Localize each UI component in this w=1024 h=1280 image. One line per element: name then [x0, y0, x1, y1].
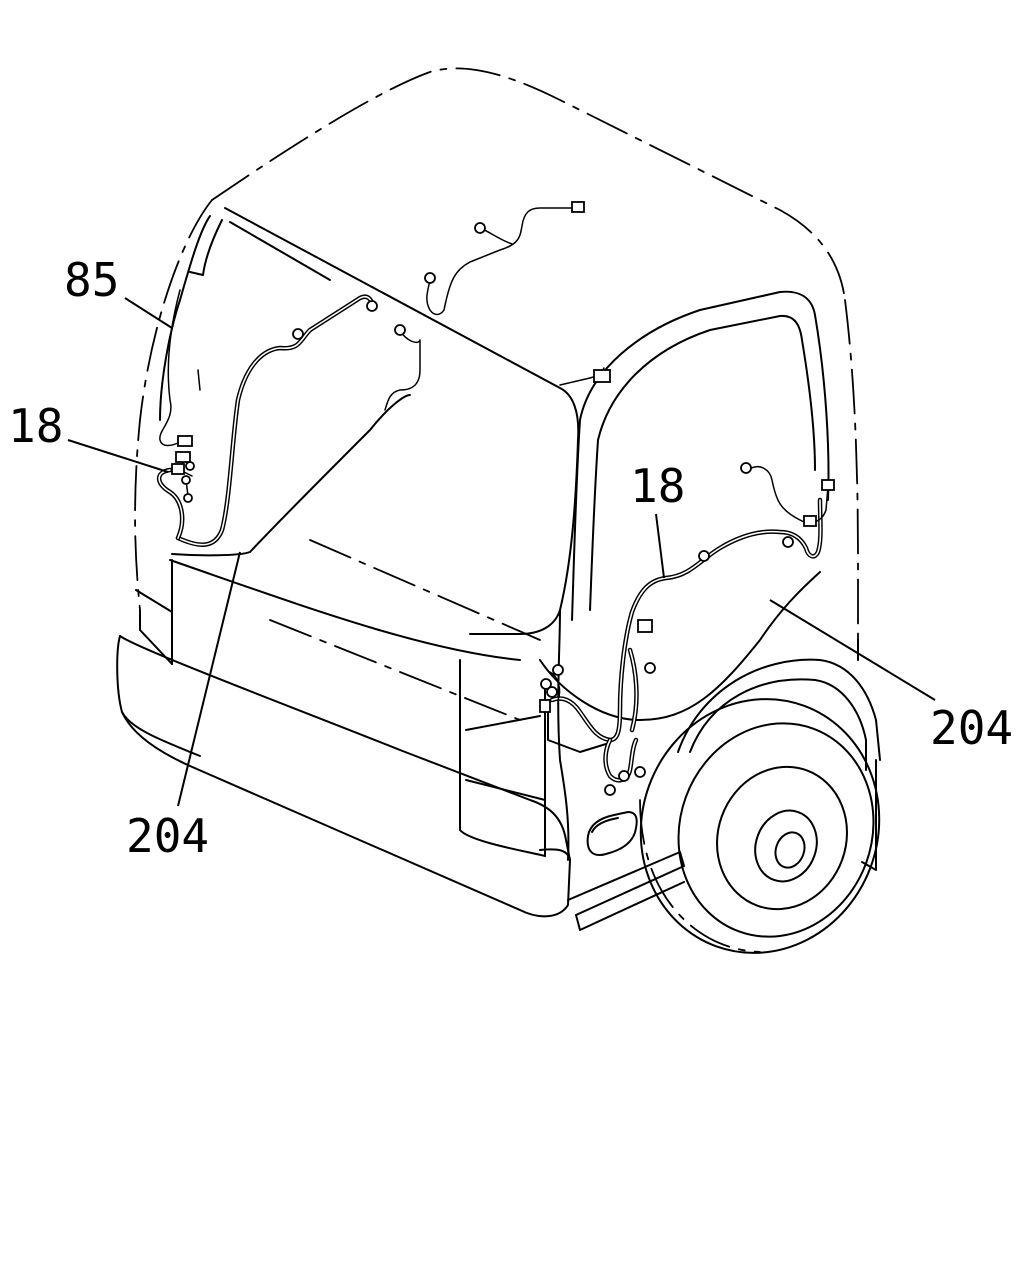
wiring-harness-left: [156, 289, 375, 547]
leader-204-bottom: [177, 551, 241, 807]
callout-18-right: 18: [630, 459, 685, 513]
callout-18-left: 18: [8, 399, 63, 453]
leader-18-left: [67, 439, 169, 473]
leader-204-right: [769, 599, 936, 701]
wiring-harness-right: [547, 466, 829, 783]
callout-204-right: 204: [930, 701, 1013, 755]
vehicle-body: [116, 67, 881, 954]
callout-85: 85: [64, 253, 119, 307]
leader-85: [124, 297, 173, 329]
connectors: [171, 201, 835, 796]
rear-wheel: [639, 698, 881, 954]
wiring-harness-roof: [384, 207, 605, 411]
leader-18-right: [655, 513, 665, 579]
callout-204-bottom: 204: [126, 809, 209, 863]
leader-lines: [67, 297, 936, 807]
